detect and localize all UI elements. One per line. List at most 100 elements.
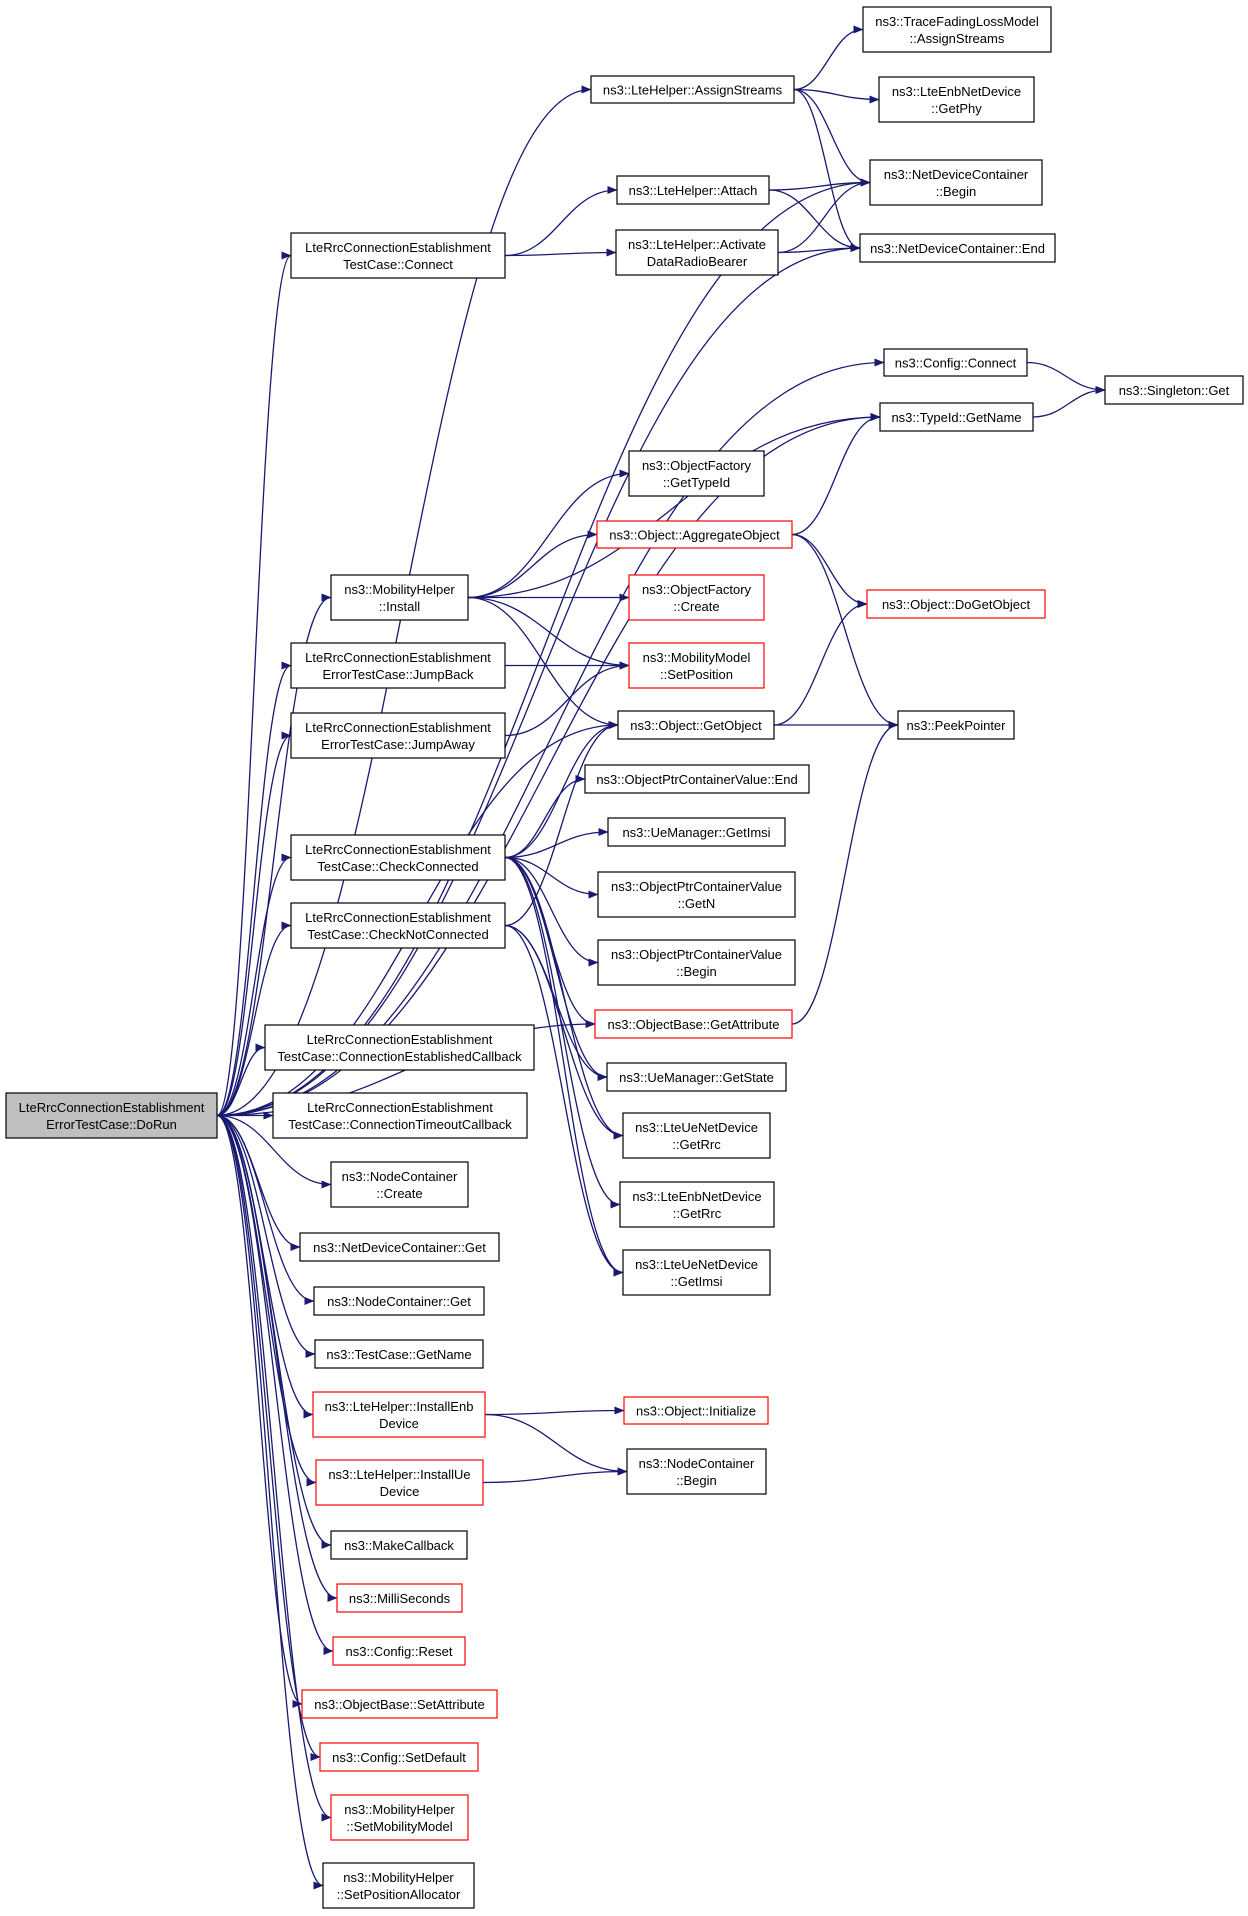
node-lteAttach[interactable]: ns3::LteHelper::Attach <box>616 175 770 205</box>
node-box <box>866 589 1046 619</box>
node-label: ::Begin <box>676 1473 716 1488</box>
node-box <box>622 1112 771 1159</box>
node-connEstCb[interactable]: LteRrcConnectionEstablishmentTestCase::C… <box>264 1024 535 1071</box>
node-checkConnected[interactable]: LteRrcConnectionEstablishmentTestCase::C… <box>290 834 506 881</box>
node-traceFading[interactable]: ns3::TraceFadingLossModel::AssignStreams <box>862 6 1052 53</box>
edge-configConnect-to-singletonGet <box>1026 361 1106 394</box>
edge-lteAttach-to-ndcEnd <box>768 189 861 252</box>
node-opcvGetN[interactable]: ns3::ObjectPtrContainerValue::GetN <box>597 871 796 918</box>
edge-assignStreams-to-enbGetPhy <box>793 88 880 104</box>
node-mmSetPosition[interactable]: ns3::MobilityModel::SetPosition <box>628 642 765 689</box>
node-mhInstall[interactable]: ns3::MobilityHelper::Install <box>330 574 469 621</box>
node-ndcGet[interactable]: ns3::NetDeviceContainer::Get <box>299 1232 500 1262</box>
node-objInitialize[interactable]: ns3::Object::Initialize <box>623 1396 769 1425</box>
node-box <box>859 233 1056 263</box>
edge-checkConnected-to-enbGetRrc <box>504 856 621 1209</box>
edge-mhInstall-to-typeIdGetName <box>467 413 881 599</box>
node-tcGetName[interactable]: ns3::TestCase::GetName <box>314 1339 484 1369</box>
edge-checkConnected-to-opcvBegin <box>504 856 599 967</box>
node-label: ns3::NodeContainer <box>342 1169 458 1184</box>
node-label: ::Install <box>379 599 420 614</box>
node-ndcEnd[interactable]: ns3::NetDeviceContainer::End <box>859 233 1056 263</box>
edge-activateDRB-to-ndcEnd <box>777 244 861 254</box>
node-connect[interactable]: LteRrcConnectionEstablishmentTestCase::C… <box>290 232 506 279</box>
node-label: ns3::LteHelper::InstallUe <box>328 1467 470 1482</box>
edge-aggregateObject-to-doGetObject <box>791 533 868 608</box>
node-jumpAway[interactable]: LteRrcConnectionEstablishmentErrorTestCa… <box>290 712 506 759</box>
node-label: ns3::Object::Initialize <box>636 1404 756 1419</box>
edge-doRun-to-connEstCb <box>216 1043 266 1117</box>
node-box <box>5 1092 218 1139</box>
node-opcvEnd[interactable]: ns3::ObjectPtrContainerValue::End <box>584 764 810 794</box>
node-ueMgrGetState[interactable]: ns3::UeManager::GetState <box>606 1062 787 1092</box>
node-obSetAttribute[interactable]: ns3::ObjectBase::SetAttribute <box>301 1689 498 1719</box>
edge-doRun-to-connect <box>216 251 292 1117</box>
node-box <box>290 902 506 949</box>
node-opcvBegin[interactable]: ns3::ObjectPtrContainerValue::Begin <box>597 939 796 986</box>
node-box <box>264 1024 535 1071</box>
edge-aggregateObject-to-peekPointer <box>791 533 899 729</box>
edge-checkNotConnected-to-ueGetRrc <box>504 924 624 1140</box>
node-doRun[interactable]: LteRrcConnectionEstablishmentErrorTestCa… <box>5 1092 218 1139</box>
node-objGetObject[interactable]: ns3::Object::GetObject <box>617 710 775 740</box>
edge-installUe-to-ncBegin <box>482 1467 628 1484</box>
node-peekPointer[interactable]: ns3::PeekPointer <box>897 710 1015 740</box>
node-label: TestCase::ConnectionEstablishedCallback <box>277 1049 522 1064</box>
node-label: ns3::LteUeNetDevice <box>635 1120 758 1135</box>
node-label: ns3::NetDeviceContainer <box>884 167 1029 182</box>
node-setMobilityModel[interactable]: ns3::MobilityHelper::SetMobilityModel <box>330 1794 469 1841</box>
node-box <box>319 1742 479 1772</box>
node-label: ns3::ObjectBase::SetAttribute <box>314 1697 485 1712</box>
node-label: ns3::MilliSeconds <box>349 1591 451 1606</box>
node-configReset[interactable]: ns3::Config::Reset <box>332 1636 466 1666</box>
node-doGetObject[interactable]: ns3::Object::DoGetObject <box>866 589 1046 619</box>
node-ndcBegin[interactable]: ns3::NetDeviceContainer::Begin <box>869 159 1043 206</box>
node-configConnect[interactable]: ns3::Config::Connect <box>883 348 1028 377</box>
node-jumpBack[interactable]: LteRrcConnectionEstablishmentErrorTestCa… <box>290 642 506 689</box>
node-ncBegin[interactable]: ns3::NodeContainer::Begin <box>626 1448 767 1495</box>
node-ueGetImsi[interactable]: ns3::LteUeNetDevice::GetImsi <box>622 1249 771 1296</box>
edge-mhInstall-to-objGetObject <box>467 596 619 729</box>
node-ofCreate[interactable]: ns3::ObjectFactory::Create <box>628 574 765 621</box>
node-label: LteRrcConnectionEstablishment <box>305 720 491 735</box>
node-checkNotConnected[interactable]: LteRrcConnectionEstablishmentTestCase::C… <box>290 902 506 949</box>
node-obGetAttribute[interactable]: ns3::ObjectBase::GetAttribute <box>594 1009 793 1039</box>
node-connTimeoutCb[interactable]: LteRrcConnectionEstablishmentTestCase::C… <box>272 1092 528 1139</box>
node-label: ::Create <box>673 599 719 614</box>
node-label: ::AssignStreams <box>910 31 1005 46</box>
edge-installEnb-to-objInitialize <box>484 1406 625 1416</box>
edge-doRun-to-ncCreate <box>216 1114 332 1189</box>
node-box <box>607 817 786 847</box>
node-enbGetPhy[interactable]: ns3::LteEnbNetDevice::GetPhy <box>878 76 1035 123</box>
node-typeIdGetName[interactable]: ns3::TypeId::GetName <box>879 402 1034 432</box>
node-enbGetRrc[interactable]: ns3::LteEnbNetDevice::GetRrc <box>619 1181 775 1228</box>
node-ncGet[interactable]: ns3::NodeContainer::Get <box>313 1286 485 1316</box>
node-box <box>330 1161 469 1208</box>
node-ueMgrGetImsi[interactable]: ns3::UeManager::GetImsi <box>607 817 786 847</box>
node-ncCreate[interactable]: ns3::NodeContainer::Create <box>330 1161 469 1208</box>
node-box <box>584 764 810 794</box>
edge-checkConnected-to-opcvGetN <box>504 856 599 899</box>
node-aggregateObject[interactable]: ns3::Object::AggregateObject <box>596 520 793 549</box>
node-ofGetTypeId[interactable]: ns3::ObjectFactory::GetTypeId <box>628 450 765 497</box>
node-singletonGet[interactable]: ns3::Singleton::Get <box>1104 375 1244 405</box>
node-setPosAlloc[interactable]: ns3::MobilityHelper::SetPositionAllocato… <box>322 1862 475 1909</box>
node-box <box>1104 375 1244 405</box>
node-label: ::Create <box>376 1186 422 1201</box>
node-makeCallback[interactable]: ns3::MakeCallback <box>330 1530 468 1560</box>
edge-connect-to-lteAttach <box>504 186 618 257</box>
node-milliSeconds[interactable]: ns3::MilliSeconds <box>336 1583 463 1613</box>
node-ueGetRrc[interactable]: ns3::LteUeNetDevice::GetRrc <box>622 1112 771 1159</box>
node-assignStreams[interactable]: ns3::LteHelper::AssignStreams <box>590 75 795 104</box>
node-box <box>878 76 1035 123</box>
node-box <box>330 1530 468 1560</box>
node-label: ns3::MobilityHelper <box>343 1870 454 1885</box>
node-label: ErrorTestCase::DoRun <box>46 1117 177 1132</box>
node-label: ns3::MobilityHelper <box>344 582 455 597</box>
node-box <box>615 229 779 276</box>
node-configSetDefault[interactable]: ns3::Config::SetDefault <box>319 1742 479 1772</box>
